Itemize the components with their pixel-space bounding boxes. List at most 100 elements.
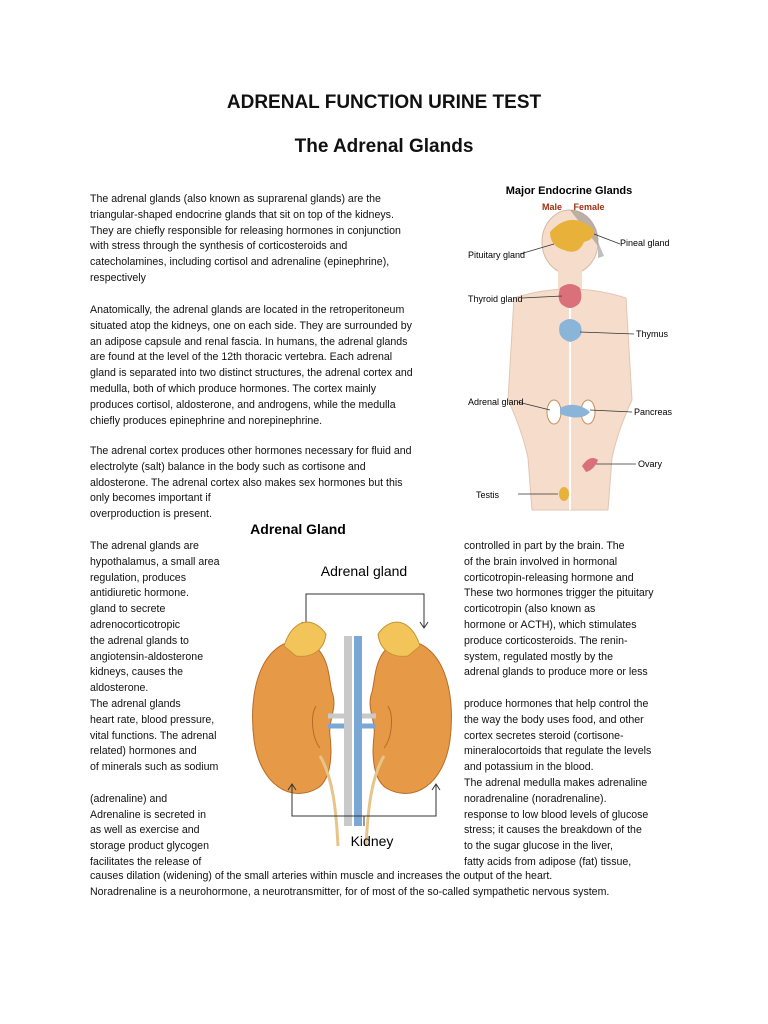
right-column-line: to the sugar glucose in the liver, [464, 840, 613, 853]
intro-line: respectively [90, 271, 146, 284]
right-column-line: mineralocortoids that regulate the level… [464, 745, 652, 758]
endocrine-glands-figure: Major Endocrine Glands Male Female [468, 185, 673, 511]
thymus-icon [559, 319, 582, 342]
right-kidney-icon [369, 639, 452, 794]
right-column-line: corticotropin-releasing hormone and [464, 571, 634, 584]
right-column-line: system, regulated mostly by the [464, 650, 613, 663]
right-column-line: produce corticosteroids. The renin- [464, 634, 628, 647]
right-text-column: controlled in part by the brain. The of t… [464, 539, 684, 871]
pituitary-gland-icon [550, 219, 594, 252]
right-column-line: hormone or ACTH), which stimulates [464, 618, 637, 631]
left-column-line: adrenocorticotropic [90, 618, 181, 631]
anatomy-line: are found at the level of the 12th thora… [90, 351, 393, 364]
left-text-column: The adrenal glands are hypothalamus, a sm… [90, 539, 280, 871]
right-column-line: and potassium in the blood. [464, 761, 594, 774]
closing-line: causes dilation (widening) of the small … [90, 870, 553, 882]
intro-line: with stress through the synthesis of cor… [90, 240, 348, 253]
anatomy-line: medulla, both of which produce hormones.… [90, 382, 376, 395]
pituitary-label: Pituitary gland [468, 250, 525, 260]
thymus-label: Thymus [636, 329, 669, 339]
intro-line: The adrenal glands (also known as suprar… [90, 193, 381, 205]
leader-lines [517, 233, 636, 495]
right-column-line: controlled in part by the brain. The [464, 540, 625, 552]
left-column-line: the adrenal glands to [90, 634, 189, 647]
left-column-line: The adrenal glands are [90, 540, 199, 552]
left-column-line: kidneys, causes the [90, 666, 184, 679]
right-column-line: corticotropin (also known as [464, 603, 596, 616]
left-kidney-icon [252, 639, 335, 794]
right-column-line [464, 681, 684, 697]
cortex-line: only becomes important if [90, 492, 211, 505]
left-column-line: angiotensin-aldosterone [90, 650, 204, 663]
left-adrenal-icon [283, 621, 327, 657]
adrenal-kidney-icon [546, 399, 596, 425]
left-column-line: gland to secrete [90, 603, 166, 616]
cortex-line: overproduction is present. [90, 508, 212, 521]
adrenal-label: Adrenal gland [468, 397, 524, 407]
left-column-line: aldosterone. [90, 682, 149, 695]
testis-label: Testis [476, 490, 500, 500]
right-column-line: response to low blood levels of glucose [464, 808, 649, 821]
left-column-line: regulation, produces [90, 571, 186, 584]
anatomy-line: chiefly produces epinephrine and norepin… [90, 414, 323, 427]
right-column-line: cortex secretes steroid (cortisone- [464, 729, 624, 742]
anatomy-line: Anatomically, the adrenal glands are loc… [90, 304, 405, 316]
left-column-line: of minerals such as sodium [90, 761, 219, 774]
left-column-line: storage product glycogen [90, 840, 209, 853]
right-adrenal-icon [377, 621, 421, 657]
intro-line: They are chiefly responsible for releasi… [90, 224, 401, 237]
left-column-line: antidiuretic hormone. [90, 587, 189, 600]
right-column-line: of the brain involved in hormonal [464, 555, 618, 568]
adrenal-pointer-lines [301, 593, 429, 629]
left-column-line: Adrenaline is secreted in [90, 808, 207, 821]
adrenal-figure-title: Adrenal Gland [250, 521, 346, 537]
anatomy-line: gland is separated into two distinct str… [90, 367, 413, 380]
ovary-icon [582, 458, 598, 472]
intro-line: triangular-shaped endocrine glands that … [90, 208, 394, 221]
closing-line: Noradrenaline is a neurohormone, a neuro… [90, 885, 610, 898]
anatomy-paragraph: Anatomically, the adrenal glands are loc… [90, 303, 460, 429]
thyroid-label: Thyroid gland [468, 294, 523, 304]
right-column-line: fatty acids from adipose (fat) tissue, [464, 855, 632, 868]
right-column-line: produce hormones that help control the [464, 697, 649, 710]
left-column-line: vital functions. The adrenal [90, 729, 217, 742]
section-heading: The Adrenal Glands [294, 136, 474, 157]
anatomy-line: produces cortisol, aldosterone, and andr… [90, 398, 396, 411]
right-column-line: adrenal glands to produce more or less [464, 666, 648, 679]
endocrine-figure-title: Major Endocrine Glands [506, 185, 633, 197]
intro-line: catecholamines, including cortisol and a… [90, 256, 390, 269]
page-title: ADRENAL FUNCTION URINE TEST [226, 92, 542, 113]
pancreas-label: Pancreas [634, 407, 673, 417]
cortex-line: electrolyte (salt) balance in the body s… [90, 460, 366, 473]
body-silhouette [507, 209, 633, 511]
intro-paragraph: The adrenal glands (also known as suprar… [90, 192, 460, 287]
left-column-line: (adrenaline) and [90, 792, 168, 805]
right-column-line: stress; it causes the breakdown of the [464, 824, 642, 837]
right-column-line: noradrenaline (noradrenaline). [464, 792, 607, 805]
left-column-line: related) hormones and [90, 745, 197, 758]
right-column-line: These two hormones trigger the pituitary [464, 587, 654, 600]
female-label: Female [573, 202, 604, 212]
cortex-line: The adrenal cortex produces other hormon… [90, 445, 412, 457]
ovary-label: Ovary [638, 459, 663, 469]
anatomy-line: an adipose capsule and renal fascia. In … [90, 335, 408, 348]
cortex-paragraph: The adrenal cortex produces other hormon… [90, 444, 460, 523]
closing-paragraph: causes dilation (widening) of the small … [90, 869, 690, 901]
left-column-line: as well as exercise and [90, 824, 200, 837]
kidney-pointer-lines [287, 783, 441, 826]
right-column-line: The adrenal medulla makes adrenaline [464, 776, 648, 789]
testis-icon [559, 487, 569, 501]
adrenal-gland-label: Adrenal gland [321, 563, 407, 579]
left-column-line: facilitates the release of [90, 855, 202, 868]
pineal-label: Pineal gland [620, 238, 670, 248]
left-column-line: hypothalamus, a small area [90, 555, 220, 568]
blood-vessels [318, 636, 386, 847]
right-column-line: the way the body uses food, and other [464, 713, 644, 726]
thyroid-gland-icon [558, 284, 582, 308]
left-column-line: heart rate, blood pressure, [90, 713, 215, 726]
kidney-label: Kidney [351, 833, 394, 849]
adrenal-kidney-figure: Adrenal Gland Adrenal gland Kidney [250, 521, 452, 849]
anatomy-line: situated atop the kidneys, one on each s… [90, 319, 412, 332]
male-label: Male [542, 202, 562, 212]
cortex-line: aldosterone. The adrenal cortex also mak… [90, 476, 403, 489]
